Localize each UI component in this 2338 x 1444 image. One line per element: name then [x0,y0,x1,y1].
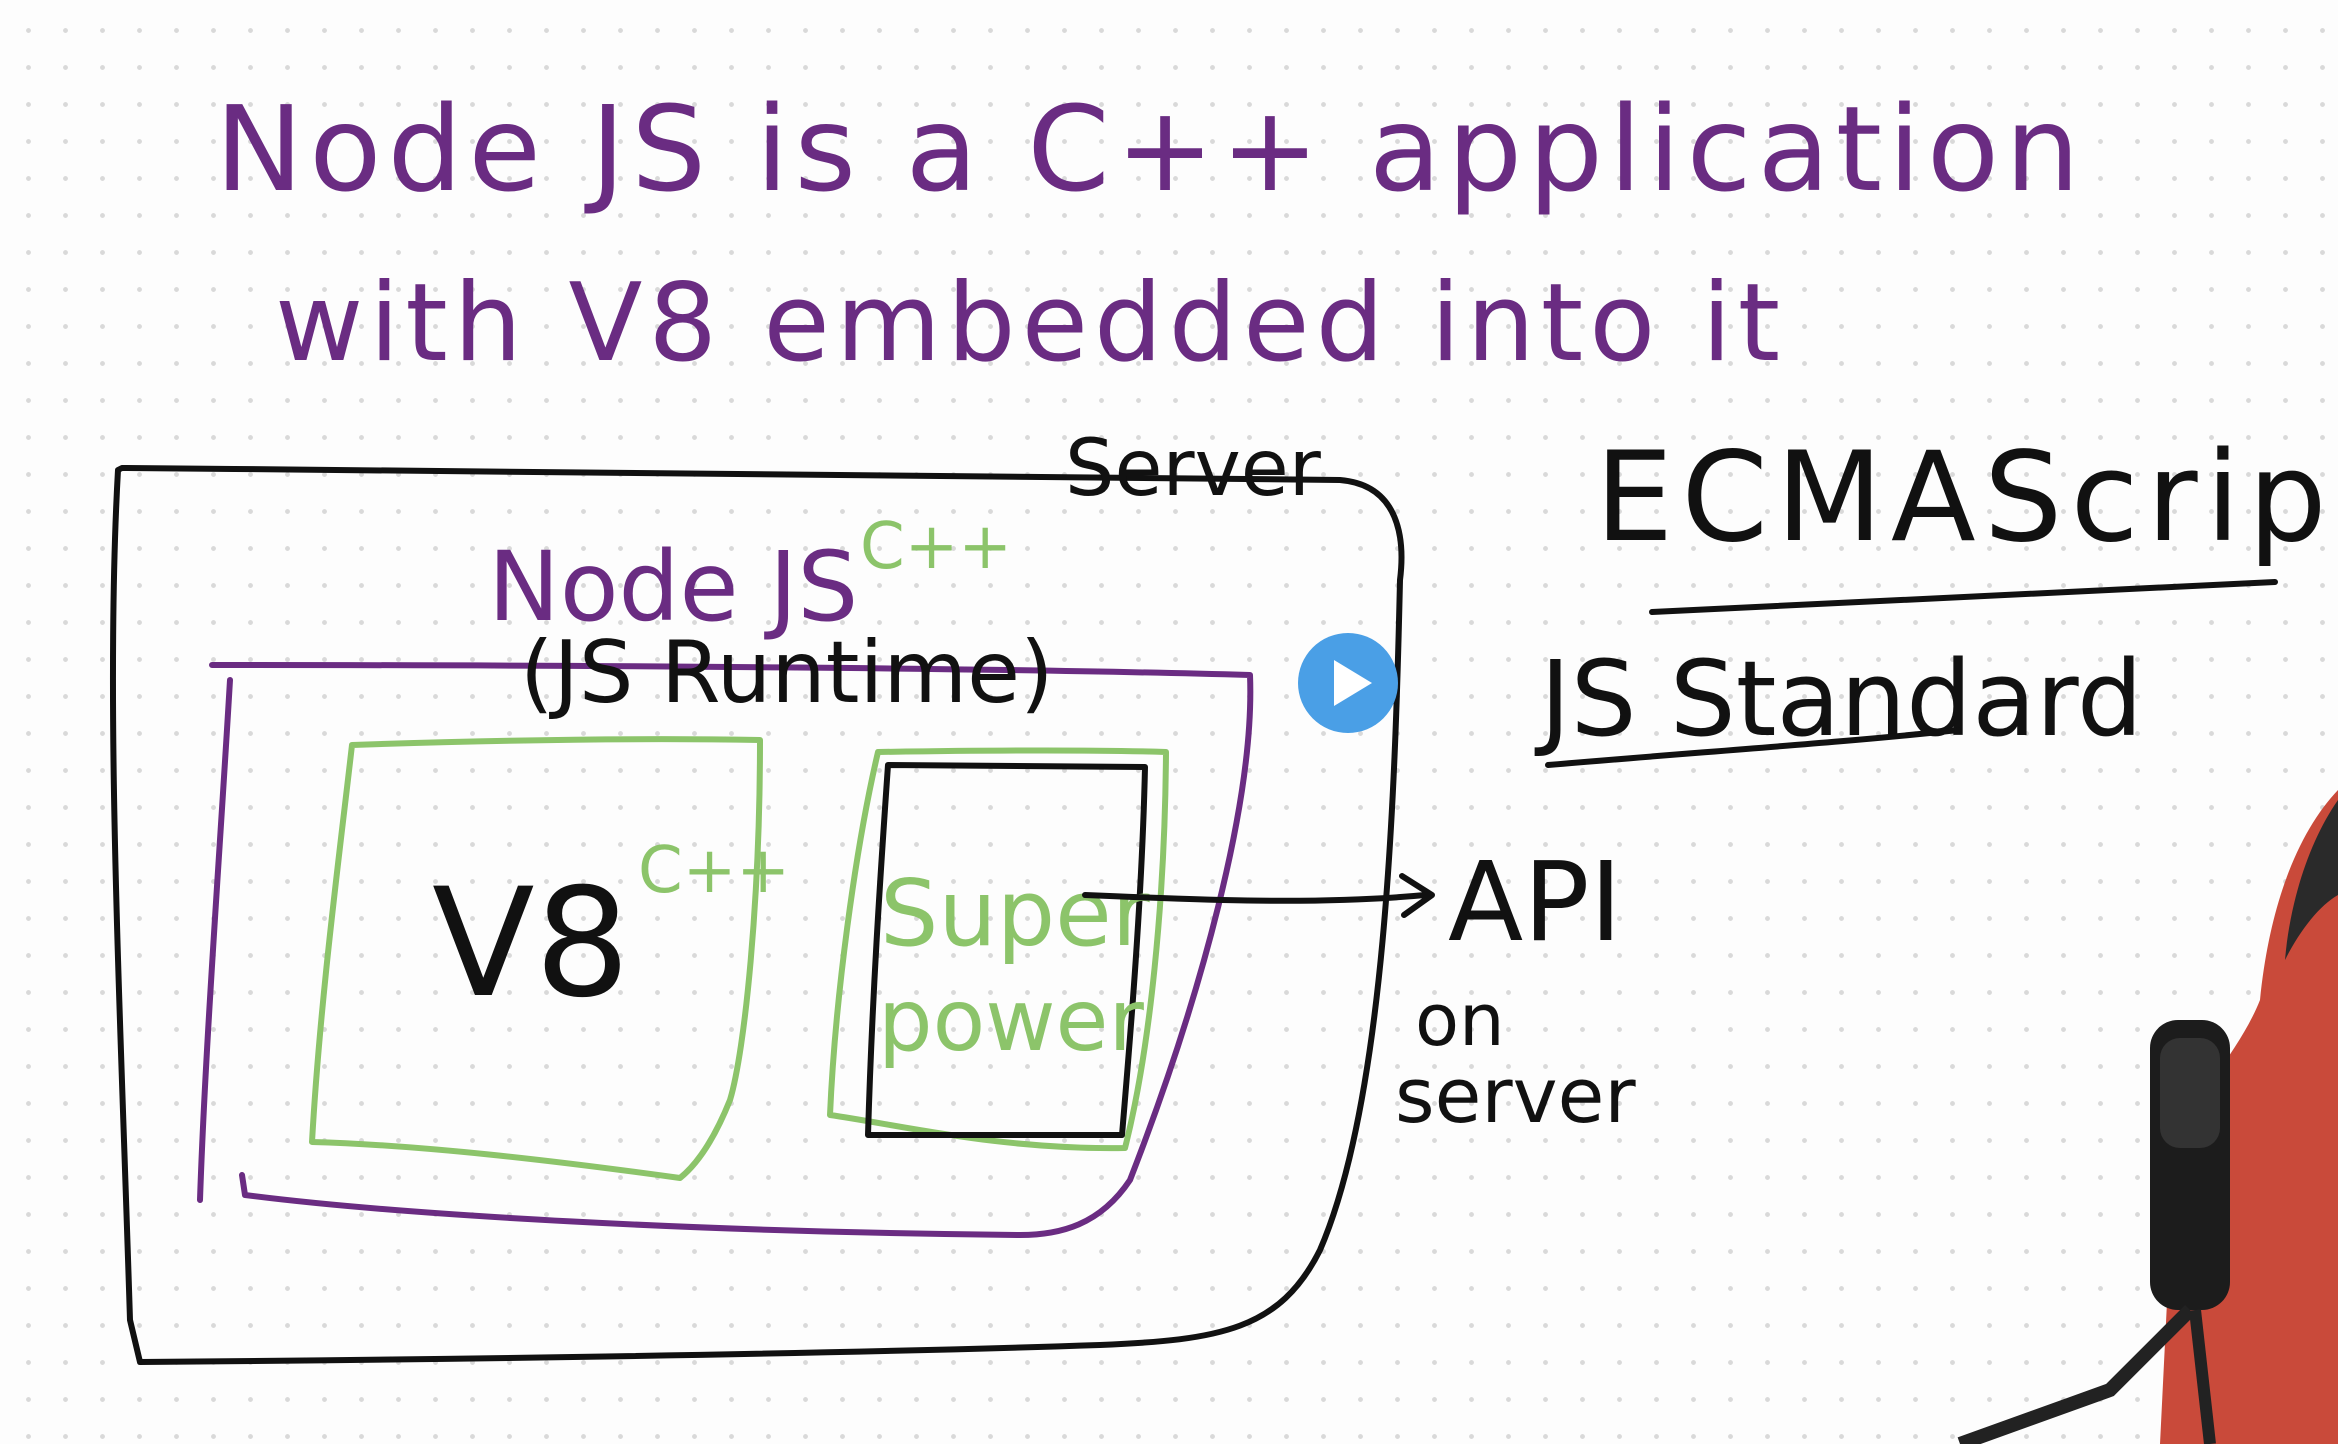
api-note-line2: server [1395,1051,1636,1140]
ecmascript-label: ECMAScript [1595,426,2338,570]
server-label: Server [1065,424,1322,514]
superpower-label-line2: power [878,971,1144,1071]
ecmascript-underline [1649,579,2278,615]
server-box [109,465,1405,1365]
v8-label: V8 [432,857,630,1031]
nodejs-box [197,662,1254,1238]
superpower-inner-box [865,762,1148,1138]
play-button[interactable] [1298,633,1398,733]
js-standard-underline [1545,727,1961,768]
presenter-camera-overlay [1957,790,2338,1444]
nodejs-lang-label: C++ [860,510,1012,584]
play-icon [1334,660,1372,706]
superpower-label-line1: Super [880,860,1150,967]
api-arrow [1082,873,1435,918]
v8-box [309,736,763,1181]
api-note-line1: on [1415,978,1505,1062]
api-label: API [1448,838,1622,966]
superpower-outer-box [827,747,1169,1152]
headline-line2: with V8 embedded into it [275,261,1786,386]
nodejs-label: Node JS [488,531,858,643]
runtime-label: (JS Runtime) [520,623,1054,723]
headline-line1: Node JS is a C++ application [215,80,2086,218]
v8-lang-label: C++ [638,834,790,908]
